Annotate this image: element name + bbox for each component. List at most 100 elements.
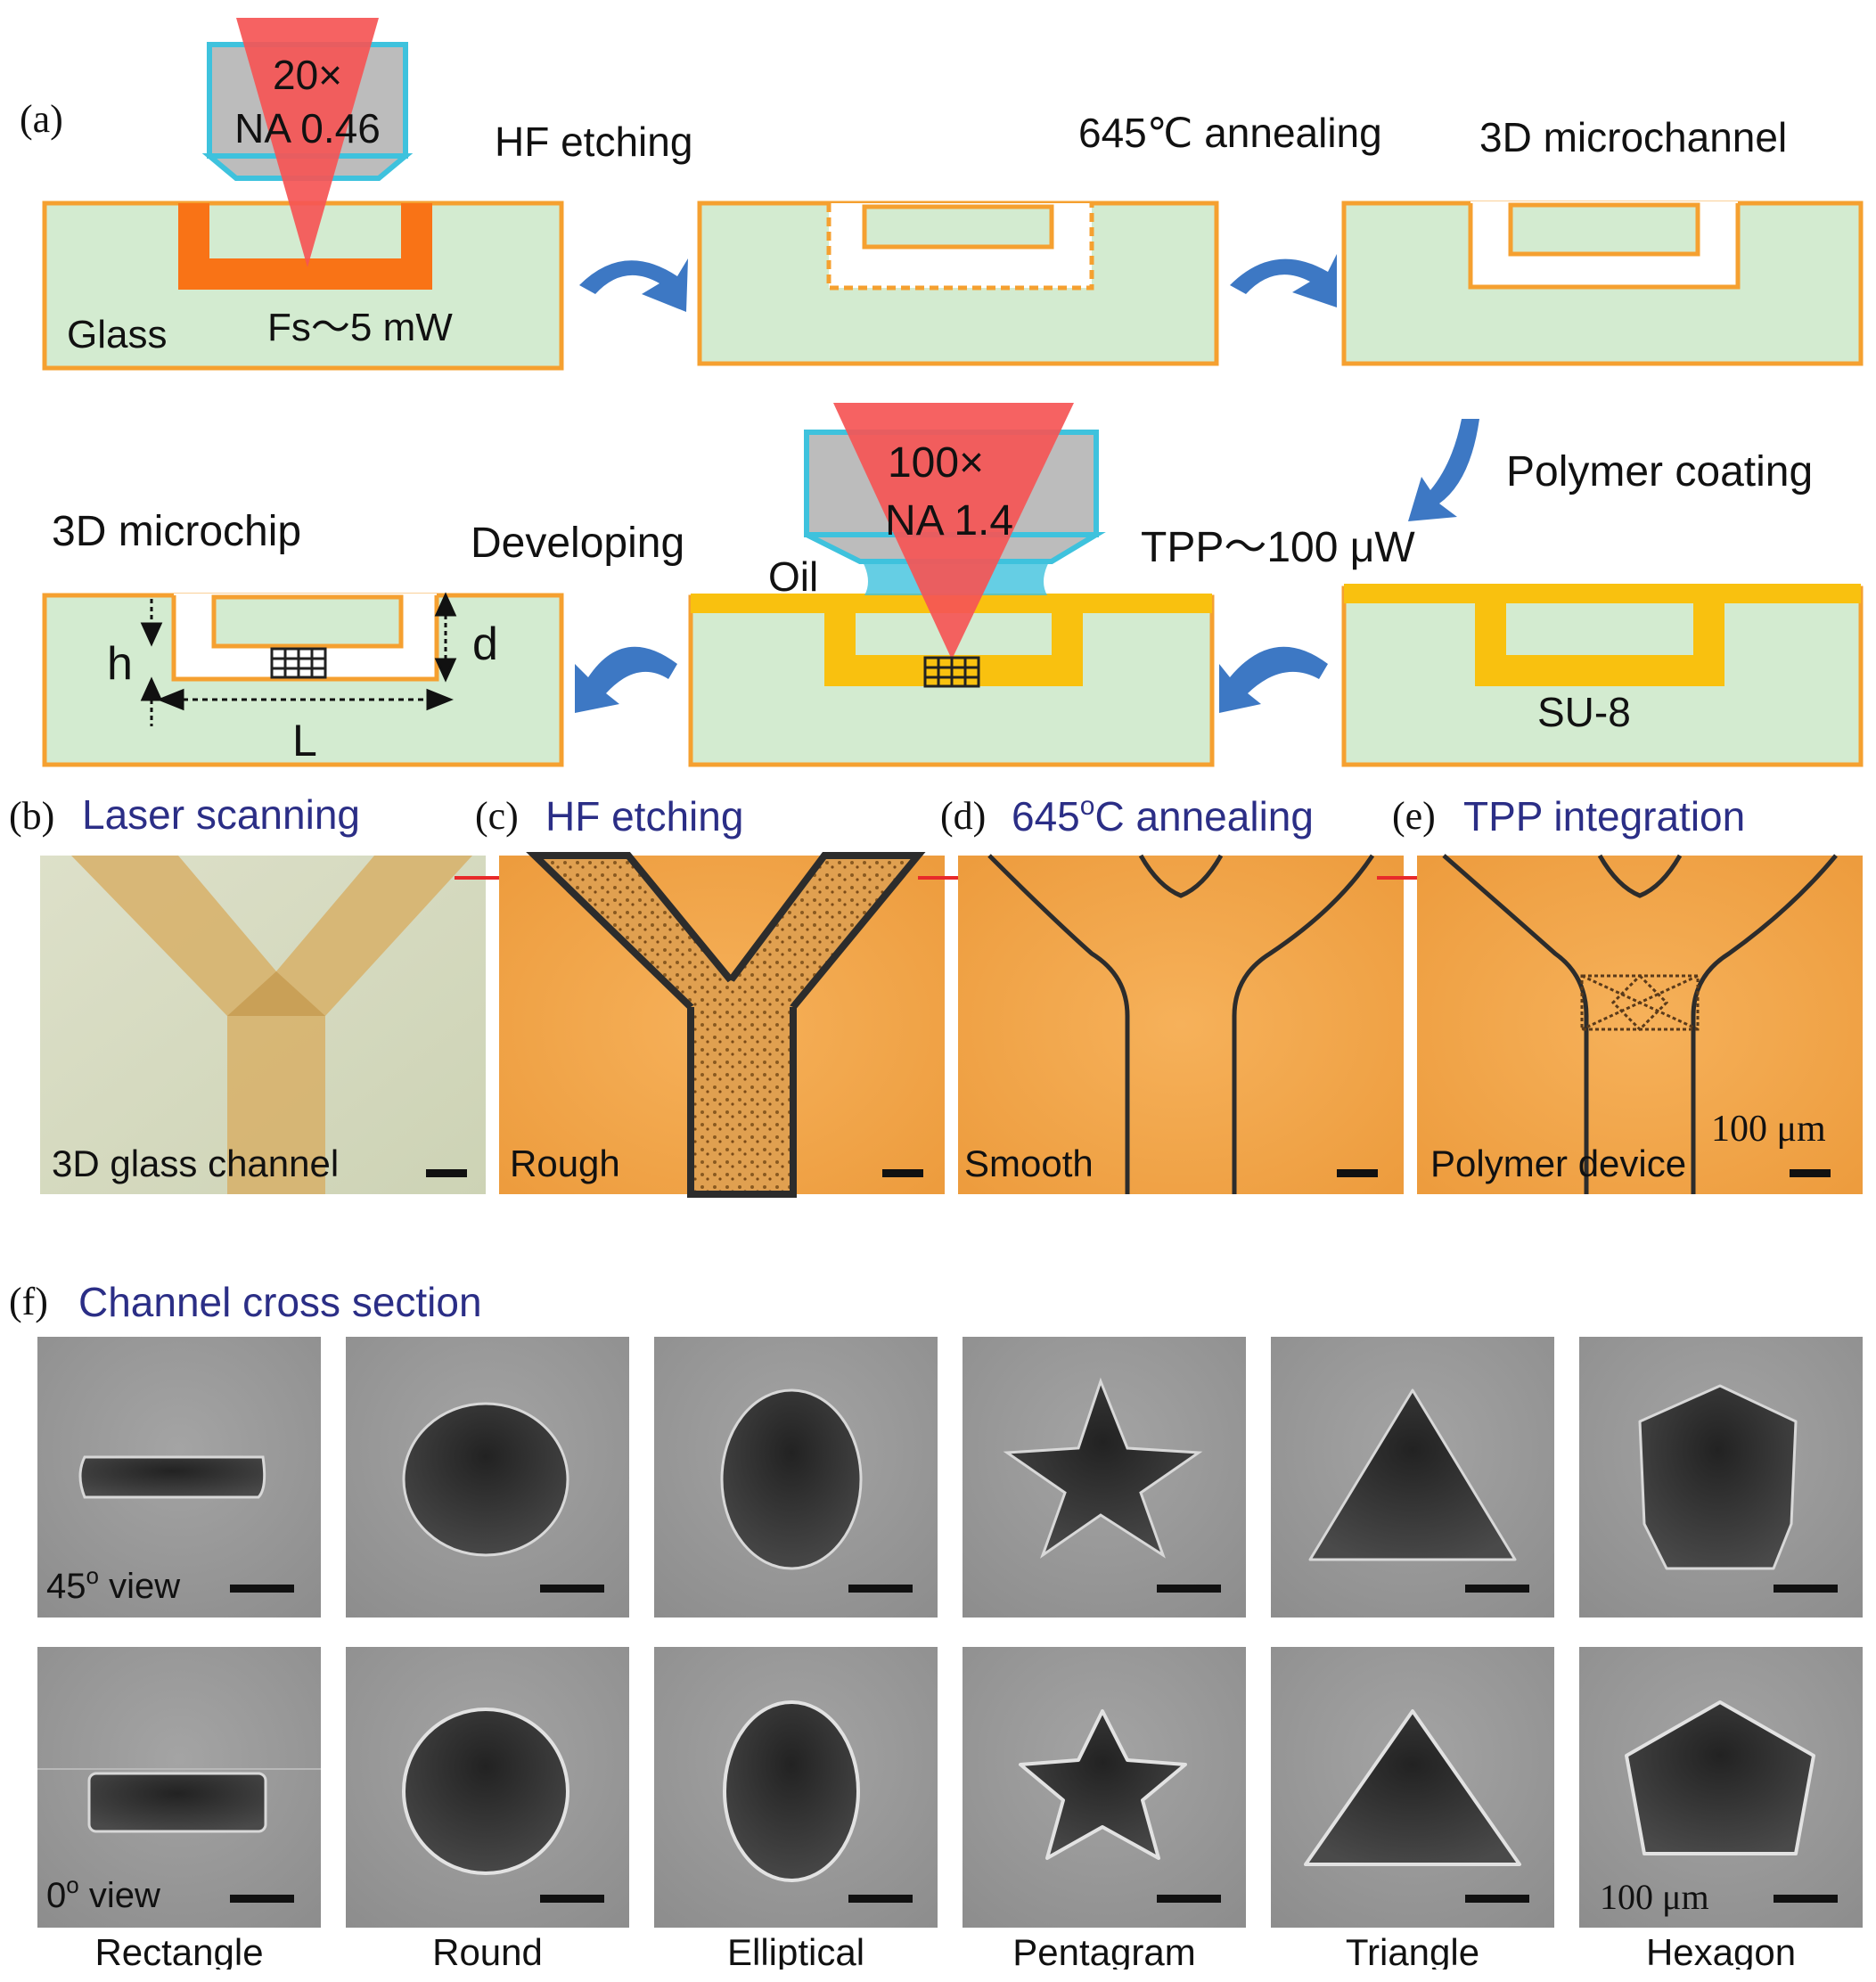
panel-c-caption: Rough [510,1143,620,1184]
microchip-label: 3D microchip [52,508,301,555]
suspended-block [862,204,1054,250]
panel-e-scale-label: 100 μm [1711,1109,1826,1150]
step-polymer-coated: SU-8 [1341,584,1864,767]
panel-c-letter: (c) [475,794,519,838]
objective-20x-mag: 20× [273,52,342,98]
laser-beam-100x [833,403,1074,659]
step-tpp-writing: TPP～100 μW 100× NA 1.4 Oil Developing [471,403,1415,767]
panel-a-label: (a) [20,97,63,141]
arrow-polymer-coating [1408,419,1479,521]
scale-bar [1157,1585,1221,1593]
scale-bar [230,1585,294,1593]
objective-100x-na: NA 1.4 [885,497,1013,545]
suspended-block-3 [1508,202,1700,257]
panel-b-caption: 3D glass channel [52,1143,339,1184]
polymer-grid-structure [270,647,327,679]
sem-row-45: 45o view [37,1337,1863,1618]
panel-d-caption: Smooth [964,1143,1094,1184]
micrograph-hf-etching: Rough [499,852,945,1198]
scale-bar [230,1895,294,1903]
shape-labels: Rectangle Round Elliptical Pentagram Tri… [94,1931,1796,1970]
polymer-coating-label: Polymer coating [1506,448,1813,496]
sem-0-elliptical [654,1647,938,1928]
shape-label-triangle: Triangle [1346,1931,1479,1970]
sem-45-elliptical [654,1337,938,1618]
written-channel-outline [178,203,432,290]
shape-label-round: Round [432,1931,543,1970]
panel-d-letter: (d) [940,794,986,838]
annealing-label: 645℃ annealing [1078,110,1382,156]
smooth-cavity-edge [1468,203,1741,290]
sem-45-pentagram [963,1337,1246,1618]
scale-bar [1157,1895,1221,1903]
scale-bar [1465,1585,1529,1593]
dimension-d-label: d [472,618,498,670]
process-diagram: (a) 20× NA 0.46 Glass Fs～5 mW HF etching… [20,18,1864,767]
scale-bar-b [426,1169,467,1177]
scale-bar [1774,1895,1838,1903]
tpp-lattice [1580,973,1700,1032]
sem-45-hexagon [1579,1337,1863,1618]
sem-0-triangle [1271,1647,1554,1928]
sem-grid: (f) Channel cross section 45o view [9,1279,1863,1970]
view45-label: 45o view [46,1562,180,1606]
panel-f-title: Channel cross section [78,1279,482,1325]
objective-20x-na: NA 0.46 [234,105,381,152]
micrograph-row: (b) Laser scanning 3D glass channel (c) … [9,791,1863,1198]
tpp-power-label: TPP～100 μW [1141,524,1415,571]
sem-45-triangle [1271,1337,1554,1618]
scale-bar-e [1790,1169,1831,1177]
dimension-L [156,688,455,711]
step-laser-writing: 20× NA 0.46 Glass Fs～5 mW [42,18,564,371]
fs-power-label: Fs～5 mW [267,306,453,349]
su8-label: SU-8 [1537,689,1631,735]
su8-top-layer [1344,584,1861,603]
dimension-L-label: L [292,716,317,766]
microchannel-label: 3D microchannel [1479,114,1787,160]
shape-label-rectangle: Rectangle [94,1931,263,1970]
scale-bar [1774,1585,1838,1593]
glass-label: Glass [67,313,167,356]
scale-bar [848,1585,913,1593]
sem-row-0: 0o view 100 μm [37,1647,1863,1928]
sem-45-round [346,1337,629,1618]
hf-etching-label: HF etching [495,119,692,165]
shape-label-elliptical: Elliptical [727,1931,864,1970]
micrograph-laser-scanning: 3D glass channel [40,856,486,1194]
laser-beam-20x [236,18,379,267]
step-annealing: 645℃ annealing 3D microchannel [1078,110,1864,366]
sem-0-pentagram [963,1647,1246,1928]
sem-45-rectangle: 45o view [37,1337,321,1618]
sem-0-round [346,1647,629,1928]
arrow-step1-to-2 [579,258,688,312]
view0-label: 0o view [46,1871,160,1915]
dimension-d [434,592,457,683]
scale-bar [540,1585,604,1593]
scale-bar [540,1895,604,1903]
rough-cavity-edge [826,203,1094,291]
developed-channel-edge [171,595,439,682]
tpp-grid-structure [923,656,980,688]
panel-f-letter: (f) [9,1280,48,1323]
panel-e-letter: (e) [1392,794,1436,838]
step-microchip: 3D microchip h d [42,508,564,767]
arrow-step5-to-6 [575,646,677,713]
panel-e-title: TPP integration [1463,793,1745,839]
objective-100x-mag: 100× [888,439,984,487]
panel-e-caption: Polymer device [1430,1143,1686,1184]
panel-d-title: 645oC annealing [1012,791,1314,839]
sem-0-hexagon: 100 μm [1579,1647,1863,1928]
scale-bar-d [1337,1169,1378,1177]
sem-0-rectangle: 0o view [37,1647,321,1928]
su8-channel-5 [824,613,1083,686]
scale-bar [848,1895,913,1903]
dimension-h [140,599,163,726]
shape-label-pentagram: Pentagram [1012,1931,1195,1970]
panel-f-scale-label: 100 μm [1600,1877,1709,1917]
su8-filled-channel [1475,603,1724,686]
developing-label: Developing [471,520,684,567]
micrograph-annealing: Smooth [958,854,1404,1194]
suspended-block-6 [211,594,404,649]
micrograph-tpp-integration: Polymer device 100 μm [1417,854,1863,1194]
dimension-h-label: h [107,638,133,690]
